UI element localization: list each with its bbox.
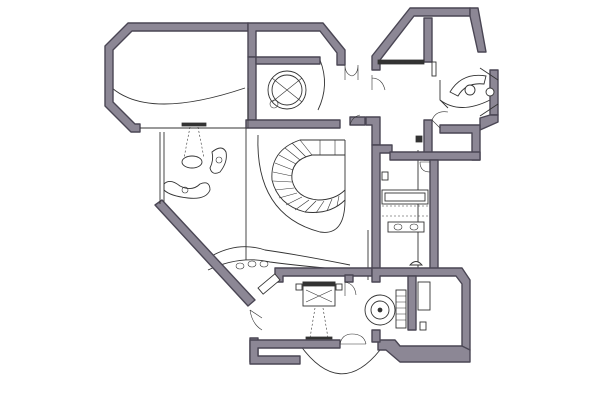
wall-bath-right [429,159,439,271]
door-stair [349,114,361,126]
bedroom [295,261,431,340]
study-bin [415,135,423,143]
vanity [387,221,425,233]
sofa-bottom [163,181,211,199]
doors [249,64,449,345]
corridor-bathroom [381,171,430,233]
wall-corridor-mid [371,144,393,271]
stair-treads [272,139,340,214]
wall-bedroom-right-top [371,267,471,351]
living-room-boundary [140,88,249,260]
wall-round-room-bottom [245,119,341,129]
wall-stair-right-stub [349,116,366,126]
sofa-right [209,147,227,174]
wall-round-room-top [255,56,321,65]
study-side-unit [431,61,437,77]
stair-outer [271,139,346,213]
wall-corridor-bath-top [389,151,481,161]
coffee-table [181,155,203,169]
nightstand-right [335,283,343,291]
nightstand-left [295,283,303,291]
wall-bedroom-right-lower [371,329,381,343]
armchair [485,87,495,97]
door-bedroom-bottom [339,333,367,345]
door-bath [419,161,431,173]
living-room [159,122,227,204]
wall-study-vertical-mid [423,17,433,63]
wall-bedroom-bath [407,275,417,331]
wall-living-diagonal [154,199,256,307]
toilet-right [419,321,427,331]
wall-bedroom-bottom [249,339,341,365]
wall-bedroom-top [274,267,373,283]
bedroom-tv [305,336,333,340]
bathtub-right [417,281,431,311]
stair-inner [291,154,346,201]
wall-study-right [469,7,487,53]
study-chair [464,84,476,96]
study [377,59,499,143]
walls [104,7,499,365]
door-study-bay [431,111,449,129]
wall-top-left-room [104,22,249,133]
bookshelf-top [377,59,425,65]
round-reading-room [267,70,307,110]
bench [257,273,281,295]
door-bedroom-left [249,309,263,331]
wall-round-room-left [247,56,257,121]
spiral-staircase [271,139,346,214]
wardrobe [395,289,407,329]
bathtub [381,189,429,205]
wall-study-top [371,7,471,71]
wall-corridor-top [365,116,381,146]
door-entry-top [344,64,359,80]
door-bedroom-entry [344,281,357,296]
wall-bedroom-bottom-right [377,339,471,363]
interior-linework [111,59,491,375]
hall-sitting [235,260,281,295]
door-study [371,75,386,91]
bath-fixture [381,171,389,181]
wall-bedroom-mid [344,274,354,283]
tv-unit [181,122,207,127]
wall-study-bottom-right [479,114,499,131]
